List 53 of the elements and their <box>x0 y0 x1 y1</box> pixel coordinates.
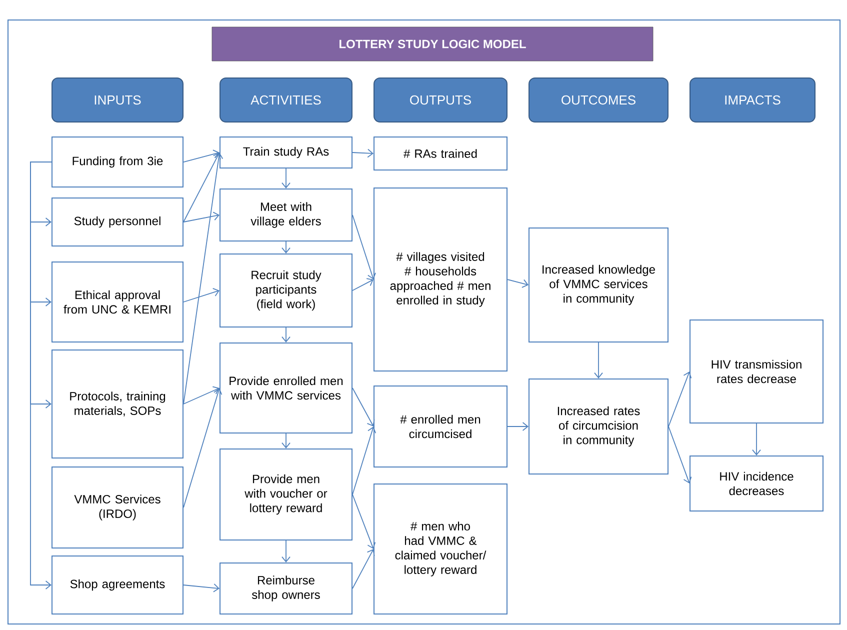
arrow <box>352 148 374 158</box>
process-box: # RAs trained <box>374 136 508 170</box>
title-banner: LOTTERY STUDY LOGIC MODEL <box>212 26 654 62</box>
arrow <box>30 162 52 590</box>
arrow <box>352 549 375 589</box>
arrow <box>183 150 220 162</box>
column-header: OUTCOMES <box>528 78 668 122</box>
arrow <box>282 540 290 562</box>
process-box: Provide men with voucher or lottery reward <box>220 448 352 540</box>
arrow <box>183 584 220 592</box>
arrow <box>752 423 761 456</box>
process-box: Increased rates of circumcision in community <box>528 378 668 474</box>
arrow <box>183 152 221 222</box>
process-box: Shop agreements <box>52 556 184 614</box>
process-box: HIV transmission rates decrease <box>690 320 824 424</box>
arrow <box>183 388 222 508</box>
process-box: VMMC Services (IRDO) <box>52 466 184 548</box>
arrow <box>183 386 220 404</box>
arrow <box>352 494 376 549</box>
process-box: HIV incidence decreases <box>690 456 824 512</box>
arrow <box>352 214 376 280</box>
process-box: # villages visited # households approached # men enrolled in study <box>374 188 508 372</box>
process-box: # enrolled men circumcised <box>374 386 508 468</box>
arrow <box>507 279 528 288</box>
process-box: Increased knowledge of VMMC services in community <box>528 228 668 342</box>
arrow <box>668 372 692 427</box>
process-box: Funding from 3ie <box>52 136 184 188</box>
column-header: INPUTS <box>52 78 184 122</box>
process-box: Provide enrolled men with VMMC services <box>220 342 352 434</box>
arrow <box>352 426 376 495</box>
arrow <box>282 168 290 188</box>
column-header: IMPACTS <box>690 78 816 122</box>
arrow <box>507 422 528 431</box>
arrow <box>352 388 375 426</box>
arrow <box>183 152 224 404</box>
process-box: Reimburse shop owners <box>220 562 352 614</box>
arrow <box>282 433 290 449</box>
arrow <box>183 212 220 222</box>
process-box: Train study RAs <box>220 136 352 168</box>
arrow <box>352 278 374 291</box>
process-box: Recruit study participants (field work) <box>220 254 352 328</box>
arrow <box>282 241 290 254</box>
arrow <box>594 342 603 379</box>
arrow <box>282 327 290 342</box>
column-header: OUTPUTS <box>374 78 508 122</box>
process-box: Ethical approval from UNC & KEMRI <box>52 262 184 342</box>
process-box: Study personnel <box>52 198 184 246</box>
column-header: ACTIVITIES <box>220 78 352 122</box>
process-box: Protocols, training materials, SOPs <box>52 350 184 458</box>
process-box: Meet with village elders <box>220 188 352 242</box>
arrow <box>668 426 692 484</box>
arrow <box>183 288 220 302</box>
process-box: # men who had VMMC & claimed voucher/ lottery reward <box>374 484 508 614</box>
